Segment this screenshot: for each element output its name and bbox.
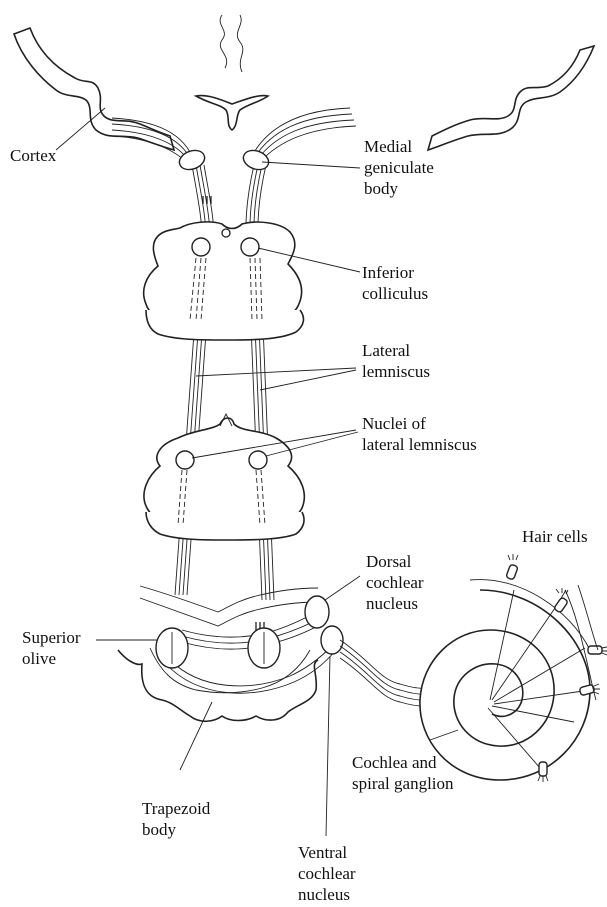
leader-lateral-lemniscus-b: [260, 370, 356, 390]
ventral-cochlear-nucleus: [321, 626, 343, 654]
medulla-outline: [118, 650, 318, 721]
label-inferior-colliculus: Inferior colliculus: [362, 262, 428, 304]
medulla-top-curve: [140, 586, 318, 612]
medulla-top-curve-2: [140, 598, 318, 626]
label-lateral-lemniscus: Lateral lemniscus: [362, 340, 430, 382]
label-nuclei-lateral-lemniscus: Nuclei of lateral lemniscus: [362, 413, 477, 455]
left-medial-geniculate: [177, 147, 208, 173]
leader-ventral-cochlear: [326, 656, 330, 836]
leader-dorsal-cochlear: [325, 576, 360, 600]
left-inferior-colliculus: [192, 238, 210, 256]
right-cortex: [428, 46, 594, 150]
right-nucleus-lateral-lemniscus: [249, 451, 267, 469]
label-superior-olive: Superior olive: [22, 627, 81, 669]
label-ventral-cochlear: Ventral cochlear nucleus: [298, 842, 356, 905]
left-nucleus-lateral-lemniscus: [176, 451, 194, 469]
midline-structure-top: [220, 15, 243, 72]
label-cochlea: Cochlea and spiral ganglion: [352, 752, 454, 794]
label-trapezoid: Trapezoid body: [142, 798, 210, 840]
right-radiation: [252, 108, 356, 162]
label-medial-geniculate: Medial geniculate body: [364, 136, 434, 199]
leader-hair-cells-b: [578, 585, 598, 650]
midbrain-base: [146, 310, 303, 340]
right-inferior-colliculus: [241, 238, 259, 256]
right-medial-geniculate: [241, 147, 272, 173]
dorsal-cochlear-nucleus: [305, 596, 329, 628]
hair-cell-5: [538, 762, 548, 782]
hair-cell-1: [506, 554, 518, 580]
left-cortex: [14, 28, 174, 150]
midline-structure: [196, 96, 268, 130]
label-hair-cells: Hair cells: [522, 526, 588, 547]
pons-base: [146, 512, 304, 540]
leader-medial-geniculate: [262, 162, 360, 168]
label-cortex: Cortex: [10, 145, 56, 166]
label-dorsal-cochlear: Dorsal cochlear nucleus: [366, 551, 424, 614]
cochlea: [420, 580, 590, 780]
